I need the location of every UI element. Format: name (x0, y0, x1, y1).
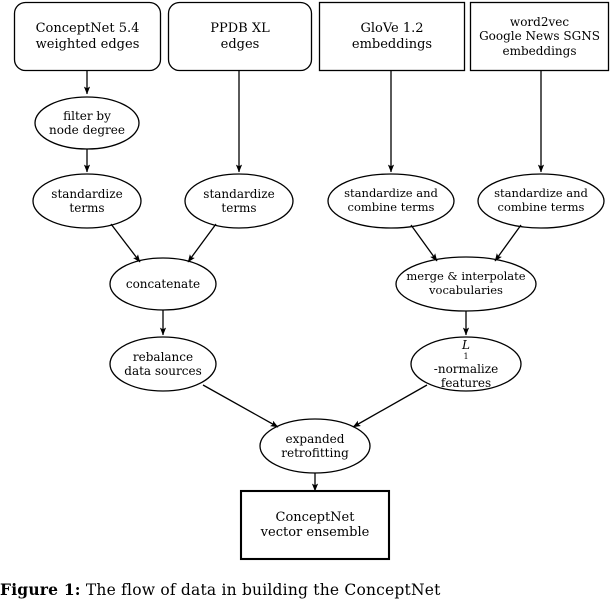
merge-interpolate-vocabularies-shape (395, 256, 537, 312)
rebalance-data-sources-shape (109, 336, 217, 392)
edge-standardize-conceptnet-to-concatenate (110, 223, 141, 263)
conceptnet-source-shape (13, 1, 162, 72)
edge-glove-combine-to-merge (410, 224, 438, 262)
standardize-terms-conceptnet-shape (32, 173, 142, 229)
ppdb-source-shape (167, 1, 313, 72)
figure-caption: Figure 1: The flow of data in building t… (0, 580, 616, 599)
word2vec-source-shape (469, 1, 610, 72)
figure-caption-prefix: Figure 1: (0, 580, 81, 599)
conceptnet-vector-ensemble-shape (239, 489, 391, 561)
edge-rebalance-to-retrofitting (202, 384, 279, 428)
filter-by-node-degree-shape (34, 96, 140, 150)
edge-standardize-ppdb-to-concatenate (187, 223, 217, 263)
l1-normalize-features-shape (410, 336, 522, 392)
standardize-combine-word2vec-shape (477, 173, 605, 229)
edge-word2vec-combine-to-merge (494, 224, 522, 262)
concatenate-shape (109, 257, 217, 311)
glove-source-shape (318, 1, 466, 72)
standardize-combine-glove-shape (327, 173, 455, 229)
edge-l1normalize-to-retrofitting (352, 384, 428, 428)
figure-caption-text: The flow of data in building the Concept… (85, 581, 441, 599)
standardize-terms-ppdb-shape (184, 173, 294, 229)
